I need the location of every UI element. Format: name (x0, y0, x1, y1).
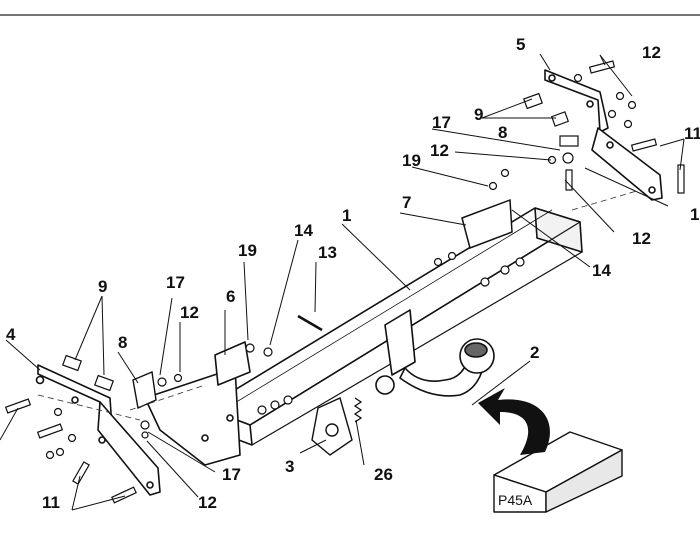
callout-12-bottom: 12 (198, 493, 217, 512)
towball-neck (375, 309, 495, 397)
callout-8-left: 8 (118, 333, 127, 352)
callout-26: 26 (374, 465, 393, 484)
callout-14-right: 14 (592, 261, 611, 280)
callout-12-right: 12 (632, 229, 651, 248)
callout-12-left: 12 (180, 303, 199, 322)
callout-labels: 1 2 3 4 5 6 7 8 8 9 9 11 11 12 12 12 12 … (6, 35, 700, 512)
left-bracket-6 (144, 341, 251, 466)
callout-1: 1 (342, 206, 351, 225)
callout-11-bottom: 11 (42, 493, 60, 512)
curved-arrow (478, 388, 550, 455)
callout-8-right: 8 (498, 123, 507, 142)
callout-17-bottom: 17 (222, 465, 241, 484)
callout-1-right-edge: 1 (690, 205, 699, 224)
box-label: P45A (498, 492, 533, 508)
callout-7: 7 (402, 193, 411, 212)
fasteners (4, 60, 685, 504)
callout-11-right: 11 (684, 124, 700, 143)
callout-19-right: 19 (402, 151, 421, 170)
leader-lines (0, 53, 685, 511)
callout-14-left: 14 (294, 221, 313, 240)
callout-9-right: 9 (474, 105, 483, 124)
part-box (493, 431, 623, 513)
callout-6: 6 (226, 287, 235, 306)
callout-5: 5 (516, 35, 525, 54)
spring-26 (353, 397, 363, 423)
callout-12-mid: 12 (430, 141, 449, 160)
left-angle-bracket-8 (132, 371, 157, 410)
callout-17-left: 17 (166, 273, 185, 292)
right-bracket-7 (461, 198, 513, 249)
left-side-plate (35, 364, 161, 496)
callout-4: 4 (6, 325, 16, 344)
callout-13: 13 (318, 243, 337, 262)
socket-plate-3 (311, 397, 353, 456)
callout-9-left: 9 (98, 277, 107, 296)
alignment-lines (37, 189, 641, 421)
callout-19-left: 19 (238, 241, 257, 260)
right-side-plate-5 (544, 69, 663, 201)
callout-3: 3 (285, 457, 294, 476)
callout-12-top: 12 (642, 43, 661, 62)
callout-2: 2 (530, 343, 539, 362)
callout-17-right: 17 (432, 113, 451, 132)
